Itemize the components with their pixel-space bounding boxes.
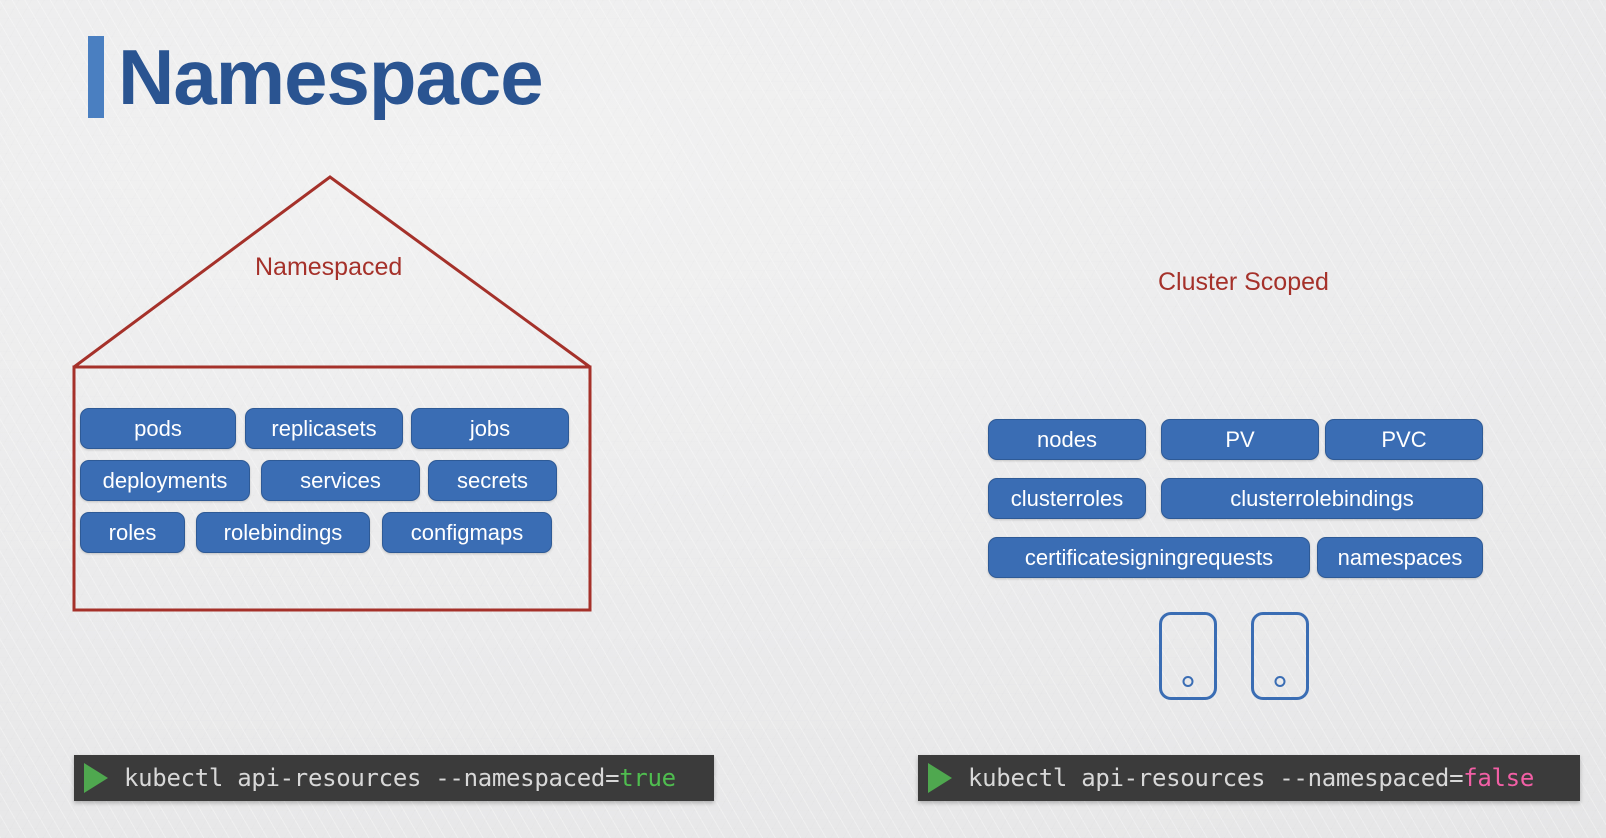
title-accent-bar: [88, 36, 104, 118]
command-prefix-right: kubectl api-resources --namespaced=: [968, 764, 1464, 792]
chip-jobs[interactable]: jobs: [411, 408, 569, 449]
namespaced-label: Namespaced: [255, 253, 403, 281]
chip-pv[interactable]: PV: [1161, 419, 1319, 460]
command-value-left: true: [619, 764, 676, 792]
title-text: Namespace: [118, 33, 544, 121]
chip-configmaps[interactable]: configmaps: [382, 512, 552, 553]
chip-replicasets[interactable]: replicasets: [245, 408, 403, 449]
command-bar-namespaced-true[interactable]: kubectl api-resources --namespaced=true: [74, 755, 714, 801]
chip-certificatesigningrequests[interactable]: certificatesigningrequests: [988, 537, 1310, 578]
chip-pvc[interactable]: PVC: [1325, 419, 1483, 460]
node-icon-2: [1251, 612, 1309, 700]
chip-deployments[interactable]: deployments: [80, 460, 250, 501]
chip-clusterrolebindings[interactable]: clusterrolebindings: [1161, 478, 1483, 519]
chip-pods[interactable]: pods: [80, 408, 236, 449]
chip-clusterroles[interactable]: clusterroles: [988, 478, 1146, 519]
namespaced-house-outline: [72, 175, 592, 612]
command-bar-namespaced-false[interactable]: kubectl api-resources --namespaced=false: [918, 755, 1580, 801]
chip-rolebindings[interactable]: rolebindings: [196, 512, 370, 553]
chip-services[interactable]: services: [261, 460, 420, 501]
play-triangle-icon[interactable]: [928, 763, 952, 793]
chip-namespaces[interactable]: namespaces: [1317, 537, 1483, 578]
house-roof: [73, 175, 591, 369]
chip-roles[interactable]: roles: [80, 512, 185, 553]
command-value-right: false: [1463, 764, 1534, 792]
page-title: Namespace: [88, 33, 544, 121]
chip-secrets[interactable]: secrets: [428, 460, 557, 501]
command-text-right: kubectl api-resources --namespaced=false: [968, 764, 1534, 792]
node-icon-1: [1159, 612, 1217, 700]
command-text-left: kubectl api-resources --namespaced=true: [124, 764, 676, 792]
play-triangle-icon[interactable]: [84, 763, 108, 793]
house-body: [72, 365, 592, 612]
chip-nodes[interactable]: nodes: [988, 419, 1146, 460]
cluster-scoped-label: Cluster Scoped: [1158, 268, 1329, 296]
command-prefix-left: kubectl api-resources --namespaced=: [124, 764, 620, 792]
